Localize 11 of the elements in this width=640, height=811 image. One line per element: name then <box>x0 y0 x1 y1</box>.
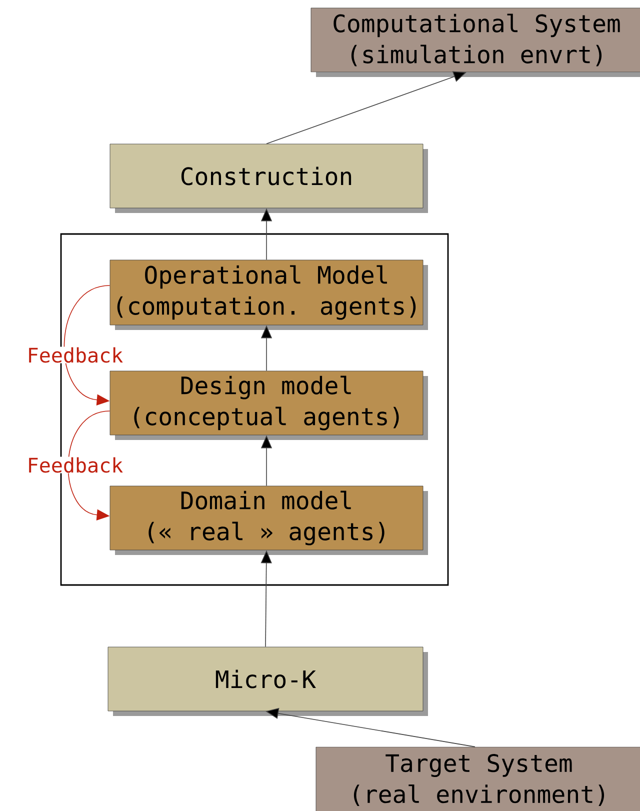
model-box: Design model (conceptual agents) <box>110 370 428 440</box>
edge-label: Feedback <box>26 456 124 474</box>
system-box: Target System (real environment) <box>316 746 640 811</box>
process-box: Construction <box>110 144 428 213</box>
arrow <box>64 285 110 406</box>
arrow <box>68 410 110 520</box>
model-box: Operational Model (computation. agents) <box>110 260 428 330</box>
system-box: Computational System (simulation envrt) <box>310 8 640 77</box>
process-box: Micro-K <box>108 646 428 716</box>
edge-label: Feedback <box>26 346 124 364</box>
model-box: Domain model (« real » agents) <box>110 486 428 555</box>
